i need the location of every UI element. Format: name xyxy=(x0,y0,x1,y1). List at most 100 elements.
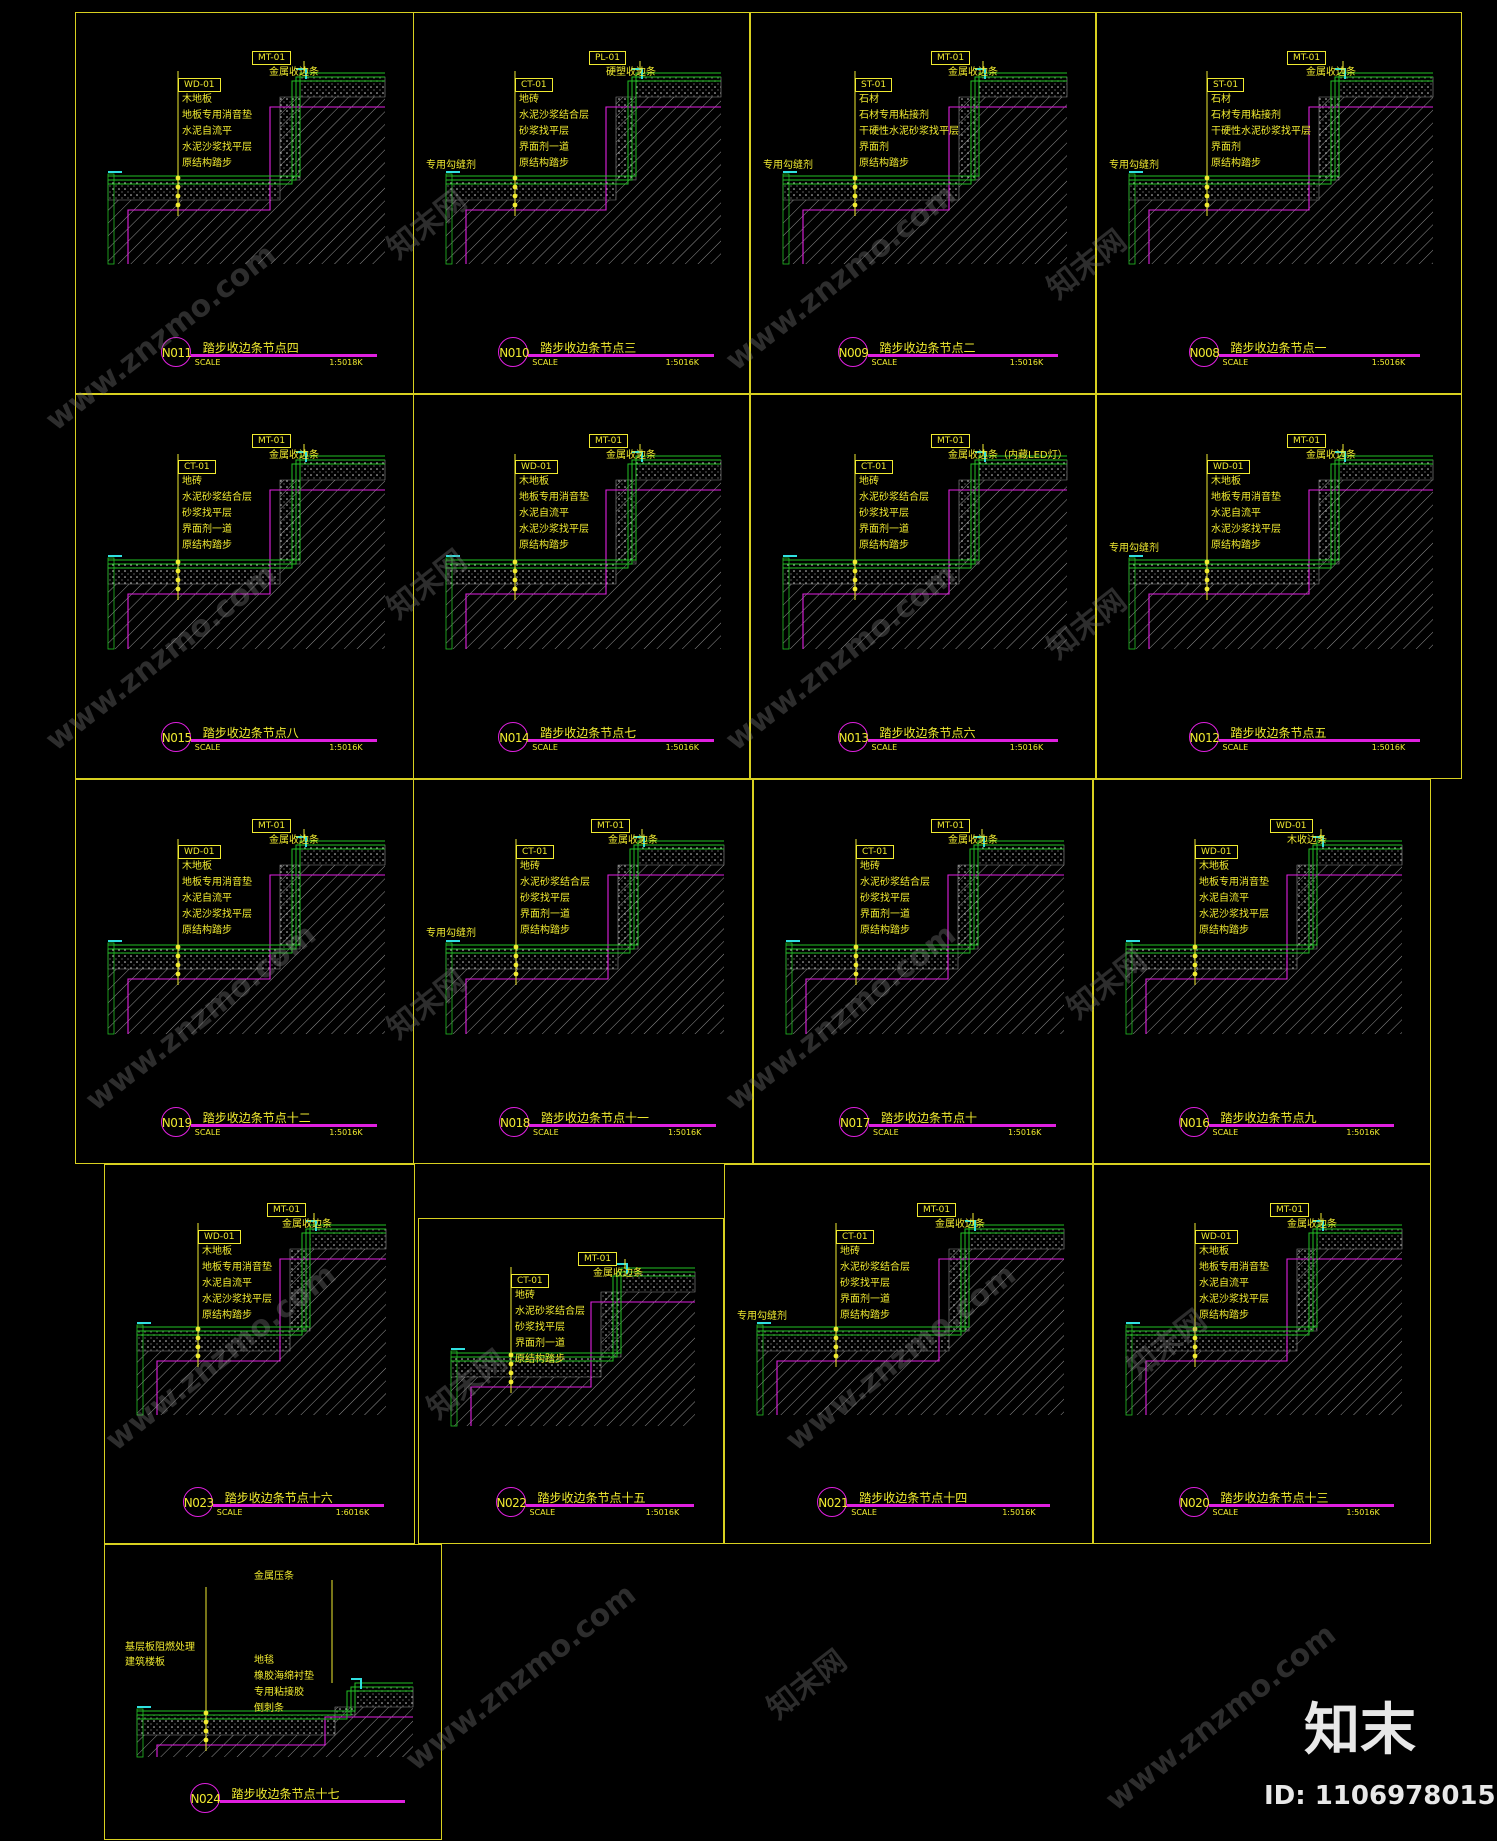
material-tag: WD-01 xyxy=(1207,460,1250,474)
edge-trim xyxy=(1313,836,1324,847)
scale-label: SCALE xyxy=(1222,743,1249,752)
finish-layer xyxy=(446,459,721,565)
layer-label: 干硬性水泥砂浆找平层 xyxy=(859,126,959,137)
layer-label: 水泥自流平 xyxy=(519,508,569,519)
layer-label: 地板专用消音垫 xyxy=(182,877,252,888)
layer-label: 金属收边条 xyxy=(269,67,319,78)
finish-layer xyxy=(446,463,721,569)
finish-layer xyxy=(783,80,1067,185)
detail-title: 踏步收边条节点十二 xyxy=(202,1111,311,1125)
finish-layer xyxy=(1129,463,1433,569)
edge-trim xyxy=(1313,1220,1324,1231)
edge-trim xyxy=(617,1263,628,1274)
edge-trim xyxy=(306,1220,317,1231)
leader-dot xyxy=(1204,202,1210,208)
title-underline xyxy=(190,1124,378,1127)
structure-hatch xyxy=(786,865,1064,1034)
section-drawing xyxy=(785,829,1065,1035)
structure-hatch xyxy=(108,865,385,1034)
leader-dot xyxy=(1204,586,1210,592)
finish-layer xyxy=(757,1224,1064,1328)
leader-dot xyxy=(175,175,181,181)
riser-face xyxy=(1125,1324,1133,1416)
image-id: ID: 1106978015 xyxy=(1264,1781,1496,1811)
leader-dot xyxy=(175,953,181,959)
title-underline xyxy=(219,1800,406,1803)
layer-label: 界面剂一道 xyxy=(860,909,910,920)
finish-layer xyxy=(1126,1224,1402,1328)
layer-label: 金属收边条 xyxy=(1306,450,1356,461)
detail-title: 踏步收边条节点一 xyxy=(1230,341,1327,355)
scale-ratio: 1:5016K xyxy=(1371,743,1406,752)
edge-trim xyxy=(975,68,986,79)
leader-dot xyxy=(1192,1326,1198,1332)
layer-label: 木地板 xyxy=(1211,476,1241,487)
leader-dot xyxy=(508,1361,514,1367)
sealant-label: 专用勾缝剂 xyxy=(1109,543,1159,554)
scale-label: SCALE xyxy=(194,743,221,752)
detail-title: 踏步收边条节点三 xyxy=(540,341,637,355)
finish-layer xyxy=(1126,1228,1402,1332)
layer-label: 地砖 xyxy=(519,94,539,105)
material-tag: MT-01 xyxy=(931,434,971,448)
layer-label: 木地板 xyxy=(182,94,212,105)
detail-title: 踏步收边条节点十七 xyxy=(231,1787,340,1801)
leader-dot xyxy=(852,184,858,190)
layer-label: 水泥自流平 xyxy=(202,1278,252,1289)
finish-layer xyxy=(786,848,1064,954)
material-tag: MT-01 xyxy=(1270,1203,1310,1217)
layer-label: 地板专用消音垫 xyxy=(1199,1262,1269,1273)
finish-layer xyxy=(108,72,385,177)
sealant-label: 专用勾缝剂 xyxy=(1109,160,1159,171)
leader-dot xyxy=(833,1353,839,1359)
riser-face xyxy=(756,1324,764,1416)
leader-dot xyxy=(175,184,181,190)
layer-label: 界面剂 xyxy=(859,142,889,153)
layer-label: 金属压条 xyxy=(254,1571,294,1582)
material-tag: CT-01 xyxy=(178,460,216,474)
layer-label: 水泥沙浆找平层 xyxy=(519,524,589,535)
leader-dot xyxy=(513,944,519,950)
layer-label: 原结构踏步 xyxy=(1199,925,1249,936)
section-drawing xyxy=(445,829,725,1035)
riser-face xyxy=(1128,173,1136,265)
edge-trim xyxy=(634,836,645,847)
sealant-label: 专用勾缝剂 xyxy=(737,1311,787,1322)
layer-label: 地板专用消音垫 xyxy=(519,492,589,503)
layer-label: 水泥砂浆结合层 xyxy=(520,877,590,888)
detail-title: 踏步收边条节点十 xyxy=(881,1111,978,1125)
layer-label: 水泥自流平 xyxy=(1199,1278,1249,1289)
finish-layer xyxy=(757,1232,1064,1336)
section-drawing xyxy=(107,829,386,1035)
layer-label: 木收边条 xyxy=(1287,835,1327,846)
material-tag: MT-01 xyxy=(267,1203,307,1217)
detail-title: 踏步收边条节点十四 xyxy=(859,1491,968,1505)
layer-label: 金属收边条 xyxy=(269,835,319,846)
material-tag: CT-01 xyxy=(856,845,894,859)
material-tag: CT-01 xyxy=(511,1274,549,1288)
finish-layer xyxy=(783,459,1067,565)
finish-layer xyxy=(108,459,385,565)
finish-layer xyxy=(108,844,385,950)
layer-label: 金属收边条 xyxy=(948,67,998,78)
layer-label: 原结构踏步 xyxy=(520,925,570,936)
layer-label: 原结构踏步 xyxy=(859,158,909,169)
structure-hatch xyxy=(446,865,724,1034)
layer-label: 水泥砂浆结合层 xyxy=(840,1262,910,1273)
leader-dot xyxy=(1192,1344,1198,1350)
layer-label: 砂浆找平层 xyxy=(519,126,569,137)
layer-label: 原结构踏步 xyxy=(515,1354,565,1365)
detail-number: N024 xyxy=(189,1783,221,1813)
leader-dot xyxy=(1192,1353,1198,1359)
leader-dot xyxy=(852,568,858,574)
structure-outline xyxy=(465,489,721,649)
leader-dot xyxy=(852,202,858,208)
leader-dot xyxy=(833,1335,839,1341)
leader-dot xyxy=(512,568,518,574)
watermark-text: 知末网 xyxy=(760,1643,854,1727)
leader-dot xyxy=(1204,184,1210,190)
layer-label: 界面剂一道 xyxy=(859,524,909,535)
structure-hatch xyxy=(446,480,721,649)
